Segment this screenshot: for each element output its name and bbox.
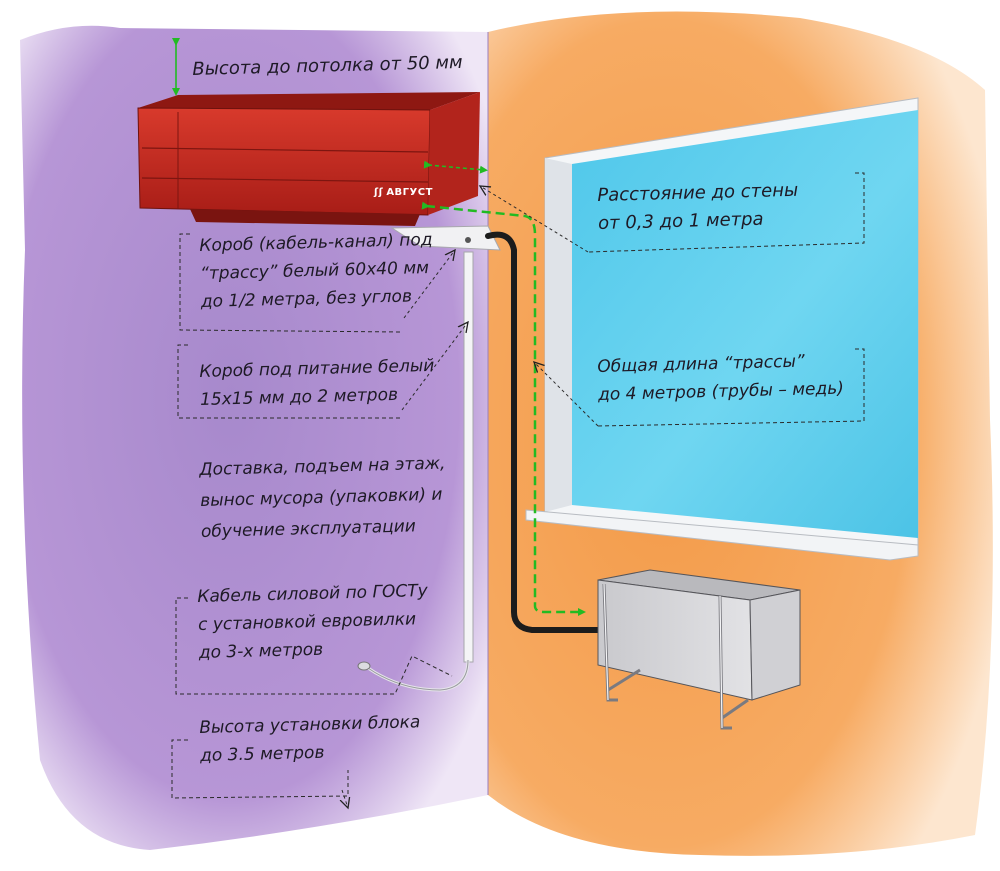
annotation-brackets (171, 172, 865, 799)
outdoor-unit (597, 569, 801, 730)
leader-arrows (342, 186, 599, 808)
left-wall (20, 25, 488, 850)
brand-name: АВГУСТ (386, 187, 433, 198)
label-wall-distance: Расстояние до стены от 0,3 до 1 метра (597, 179, 799, 234)
label-mount-height: Высота установки блока до 3.5 метров (199, 712, 421, 766)
route-length-arrow (421, 201, 586, 616)
wall-gap-arrow (423, 160, 488, 174)
duct-box-screw (465, 237, 471, 243)
label-route-length: Общая длина “трассы” до 4 метров (трубы … (597, 351, 845, 405)
window (525, 97, 919, 561)
brand-icon: ʃʃ (374, 187, 384, 198)
label-duct-box: Короб (кабель-канал) под “трассу” белый … (199, 229, 433, 312)
indoor-unit (137, 92, 480, 226)
label-delivery: Доставка, подъем на этаж, вынос мусора (… (199, 453, 446, 542)
label-power-box: Короб под питание белый 15х15 мм до 2 ме… (199, 355, 435, 410)
label-power-cable: Кабель силовой по ГОСТу с установкой евр… (197, 580, 428, 663)
